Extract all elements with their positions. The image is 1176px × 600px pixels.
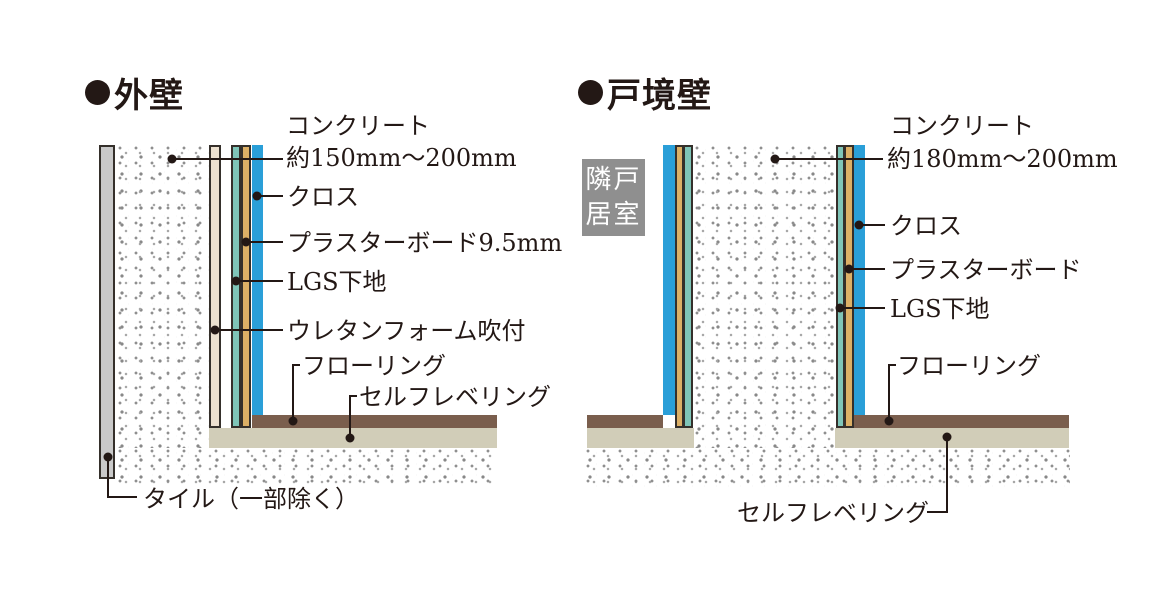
diagram-title-text: 戸境壁 (607, 76, 712, 116)
leader-dot (241, 237, 251, 247)
cross-layer-right (854, 145, 865, 415)
leader-dot (167, 154, 177, 164)
label-flooring: フローリング (897, 352, 1041, 380)
label-cross: クロス (890, 212, 962, 240)
leader-dot (231, 276, 241, 286)
leader-line (236, 280, 283, 282)
leader-line (849, 268, 885, 270)
label-concrete-dimension: 約180mm〜200mm (887, 145, 1118, 173)
label-cross: クロス (287, 183, 359, 211)
diagram-title-text: 外壁 (114, 76, 184, 116)
cross-layer-left (663, 145, 675, 415)
bullet-icon (85, 80, 110, 105)
leader-dot (835, 303, 845, 313)
leader-dot (770, 154, 780, 164)
bullet-icon (578, 80, 603, 105)
leader-line (107, 457, 109, 498)
leader-line (107, 496, 137, 498)
leader-line (172, 158, 283, 160)
plasterboard-layer-right (844, 145, 854, 428)
concrete-slab-layer (117, 448, 497, 485)
leader-line (927, 511, 948, 513)
self-leveling-layer-right (835, 428, 1069, 448)
leader-line (215, 329, 283, 331)
plasterboard-layer (241, 145, 251, 428)
flooring-layer-left (587, 415, 663, 428)
leader-line (349, 395, 357, 397)
tile-layer (99, 145, 115, 479)
leader-line (839, 307, 885, 309)
leader-line (888, 364, 890, 422)
leader-dot (844, 264, 854, 274)
label-flooring: フローリング (302, 352, 446, 380)
leader-dot (252, 191, 262, 201)
label-plasterboard: プラスターボード (890, 256, 1082, 284)
label-concrete: コンクリート (890, 112, 1034, 140)
leader-dot (854, 220, 864, 230)
label-urethane: ウレタンフォーム吹付 (287, 317, 526, 345)
label-concrete-dimension: 約150mm〜200mm (286, 144, 517, 172)
adjacent-room-line2: 居室 (585, 199, 642, 230)
leader-dot (942, 432, 952, 442)
adjacent-room-line1: 隣戸 (585, 165, 642, 196)
leader-line (292, 364, 294, 422)
leader-line (246, 241, 283, 243)
leader-line (257, 195, 283, 197)
lgs-layer-left (683, 145, 693, 428)
label-concrete: コンクリート (286, 112, 430, 140)
self-leveling-layer-left (587, 428, 694, 448)
lgs-layer (231, 145, 241, 428)
leader-line (349, 395, 351, 439)
leader-line (292, 364, 300, 366)
label-lgs: LGS下地 (287, 268, 387, 296)
leader-line (946, 437, 948, 513)
exterior-wall-title: 外壁 (85, 68, 184, 117)
urethane-foam-layer (209, 145, 221, 428)
concrete-layer (117, 145, 209, 448)
concrete-slab-layer (585, 448, 1070, 490)
flooring-layer (252, 415, 497, 428)
leader-dot (210, 325, 220, 335)
leader-dot (103, 452, 113, 462)
leader-dot (288, 416, 298, 426)
label-tile: タイル（一部除く） (143, 485, 359, 513)
leader-dot (345, 433, 355, 443)
leader-line (859, 224, 885, 226)
leader-dot (884, 416, 894, 426)
label-self-leveling: セルフレベリング (359, 383, 551, 411)
partition-wall-title: 戸境壁 (578, 68, 712, 117)
leader-line (775, 158, 883, 160)
label-plasterboard: プラスターボード9.5mm (287, 229, 563, 257)
label-lgs: LGS下地 (890, 295, 990, 323)
adjacent-room-box: 隣戸 居室 (582, 159, 645, 236)
label-self-leveling: セルフレベリング (737, 499, 929, 527)
flooring-layer-right (854, 415, 1069, 428)
concrete-layer (694, 145, 835, 448)
leader-line (888, 364, 896, 366)
